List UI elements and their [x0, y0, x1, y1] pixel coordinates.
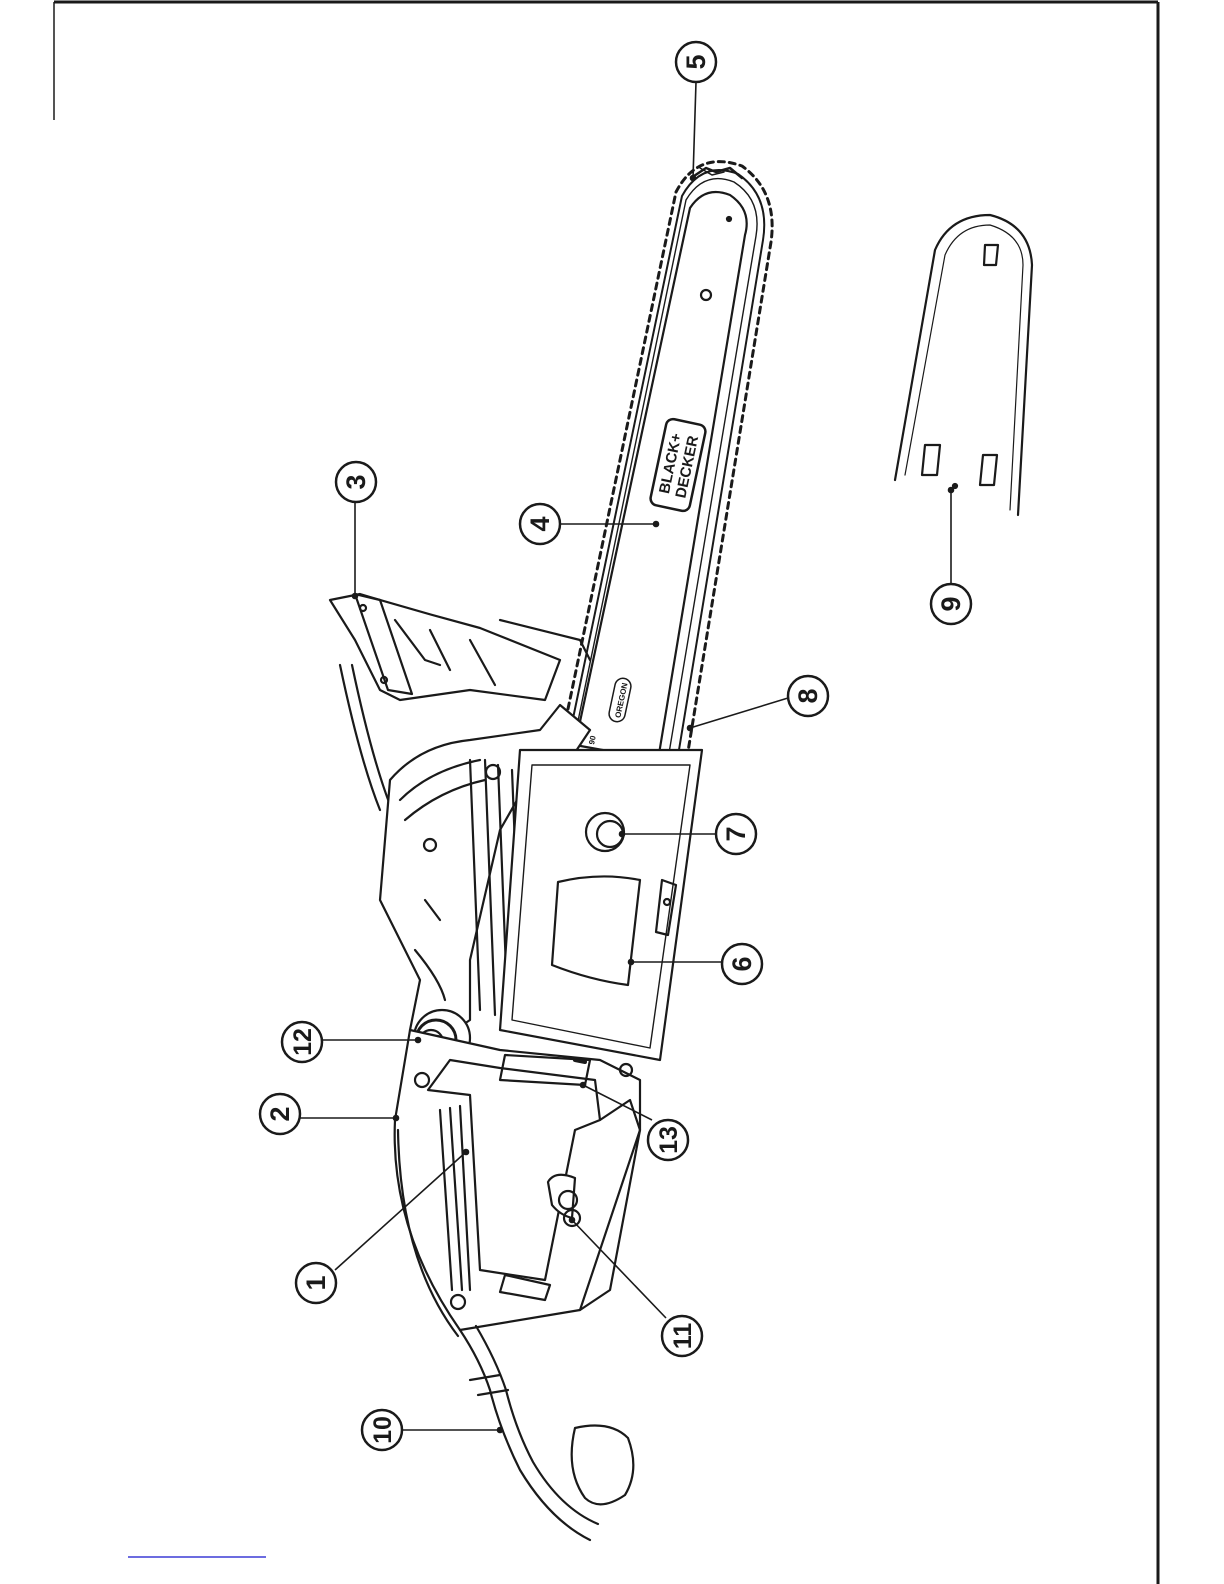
leader-5-dot	[691, 176, 696, 181]
callout-7-label: 7	[721, 826, 751, 841]
callout-12-label: 12	[289, 1028, 317, 1056]
leader-10-dot	[498, 1428, 503, 1433]
sprocket-cover	[500, 750, 702, 1060]
leader-11-dot	[570, 1218, 575, 1223]
callout-2-label: 2	[265, 1106, 295, 1121]
leader-8-dot	[688, 726, 693, 731]
callout-13-label: 13	[655, 1126, 683, 1154]
leader-4-dot	[654, 522, 659, 527]
bar-scabbard	[895, 215, 1032, 515]
leader-2-dot	[394, 1116, 399, 1121]
leader-13-dot	[581, 1083, 586, 1088]
callout-5-label: 5	[681, 54, 711, 69]
callout-5: 5	[676, 42, 716, 82]
callout-4-label: 4	[525, 516, 555, 531]
leader-6-dot	[629, 960, 634, 965]
leader-9-dot	[949, 488, 954, 493]
callout-10-label: 10	[369, 1416, 397, 1444]
callout-13: 13	[648, 1120, 688, 1160]
leader-12-dot	[416, 1038, 421, 1043]
callout-11: 11	[662, 1316, 702, 1356]
callout-10: 10	[362, 1410, 402, 1450]
callout-3-label: 3	[341, 474, 371, 489]
leader-7-dot	[620, 832, 625, 837]
callout-1-label: 1	[301, 1275, 331, 1290]
leader-8	[690, 698, 788, 728]
leader-1-dot	[464, 1150, 469, 1155]
callout-2: 2	[260, 1094, 300, 1134]
callout-12: 12	[282, 1022, 322, 1062]
callout-8-label: 8	[793, 688, 823, 703]
callout-8: 8	[788, 676, 828, 716]
callout-7: 7	[716, 814, 756, 854]
leader-5	[693, 82, 696, 178]
callout-9-label: 9	[936, 596, 966, 611]
sprocket-nut	[586, 813, 624, 851]
power-cord	[460, 1326, 633, 1540]
callout-9: 9	[931, 584, 971, 624]
callout-6: 6	[722, 944, 762, 984]
callout-4: 4	[520, 504, 560, 544]
leader-3-dot	[353, 594, 358, 599]
callout-1: 1	[296, 1263, 336, 1303]
callout-6-label: 6	[727, 956, 757, 971]
callout-3: 3	[336, 462, 376, 502]
callout-11-label: 11	[669, 1323, 697, 1350]
